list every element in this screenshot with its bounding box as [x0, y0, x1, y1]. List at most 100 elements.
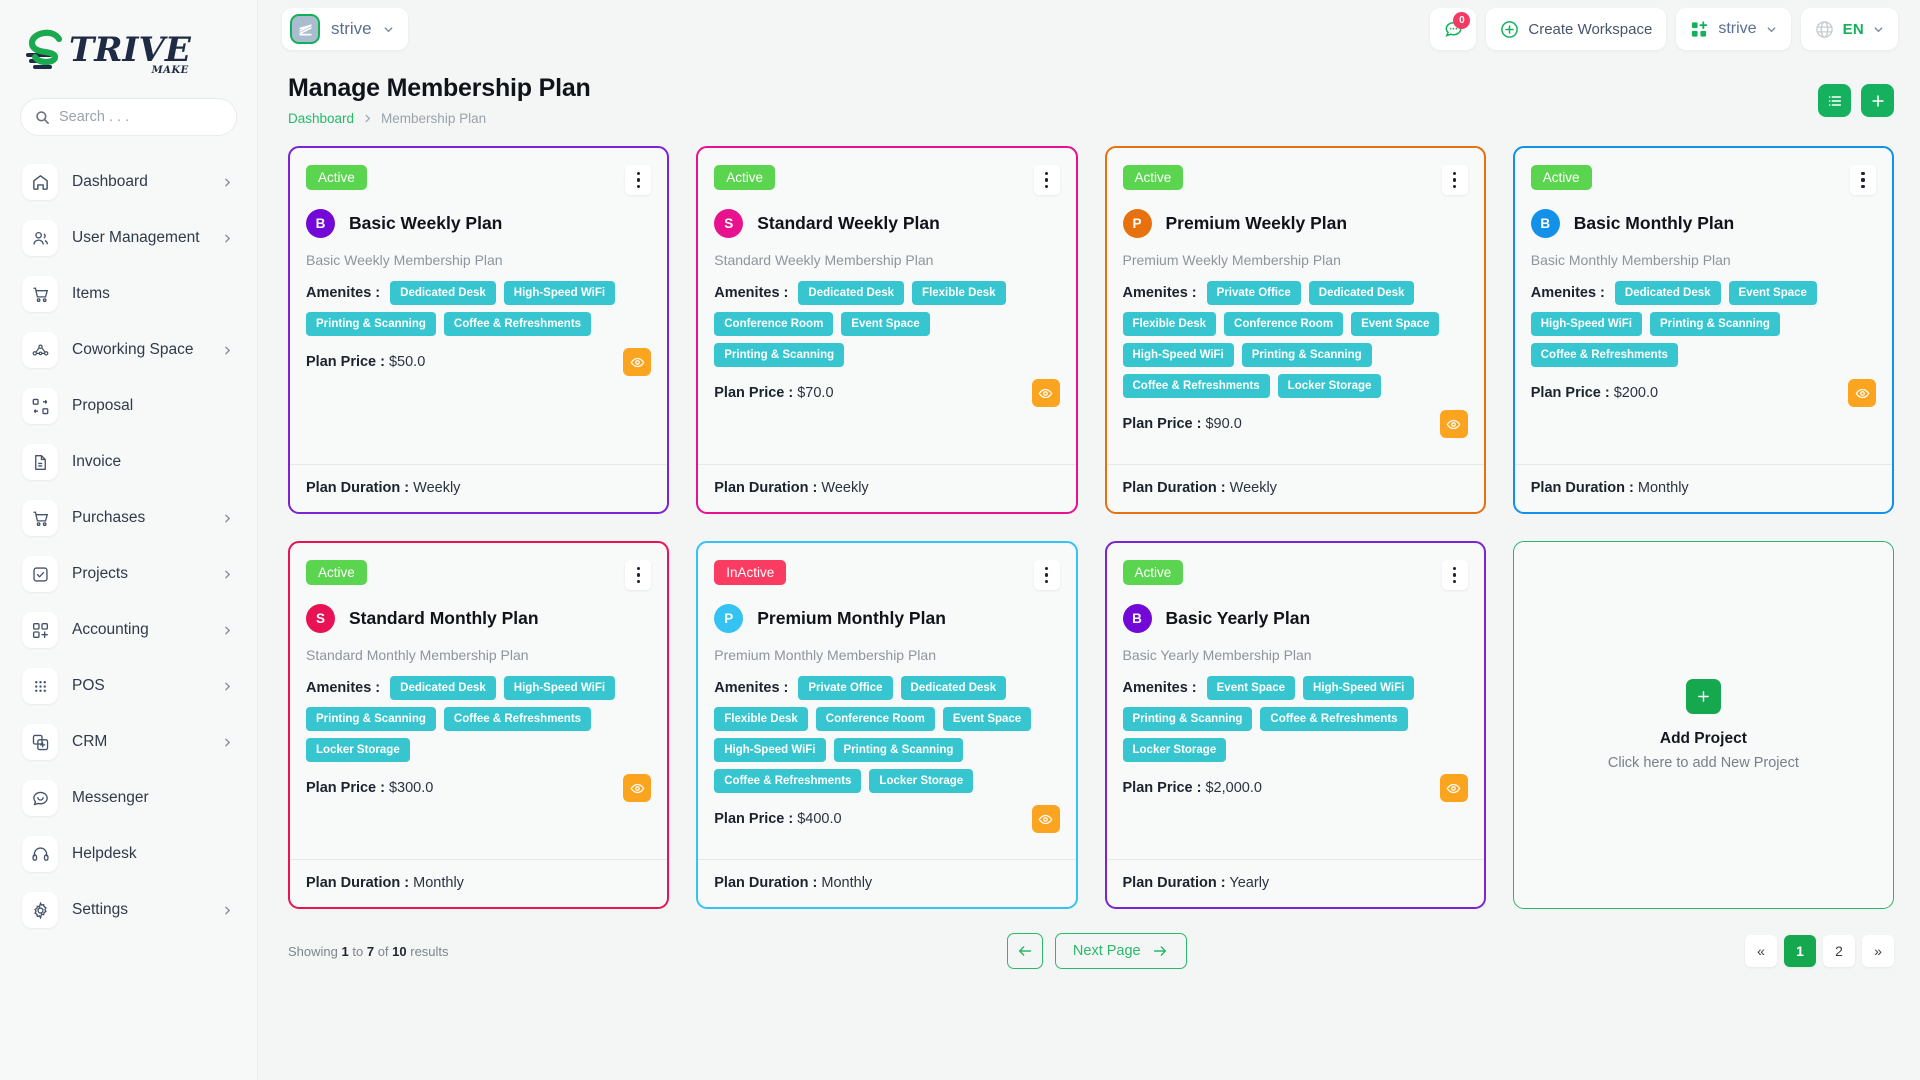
- amenity-chip: Locker Storage: [869, 769, 974, 793]
- amenity-chip: Locker Storage: [1122, 738, 1227, 762]
- kebab-menu-icon[interactable]: [1033, 165, 1060, 195]
- card-spacer: [1123, 802, 1468, 859]
- sidebar-item-dashboard[interactable]: Dashboard: [14, 154, 243, 210]
- sidebar-item-label: Accounting: [72, 621, 149, 638]
- kebab-menu-icon[interactable]: [625, 560, 652, 590]
- amenity-chip: Coffee & Refreshments: [443, 312, 592, 336]
- eye-icon[interactable]: [1439, 410, 1468, 438]
- previous-page-button[interactable]: [1006, 933, 1043, 969]
- page-button[interactable]: 2: [1822, 935, 1855, 967]
- page-button[interactable]: »: [1861, 935, 1894, 967]
- create-workspace-button[interactable]: Create Workspace: [1486, 8, 1667, 50]
- amenity-chip: Dedicated Desk: [390, 676, 496, 700]
- amenity-chip: Event Space: [841, 312, 930, 336]
- plan-duration-value: Weekly: [821, 480, 869, 496]
- search-placeholder: Search . . .: [59, 109, 130, 125]
- plan-description: Premium Weekly Membership Plan: [1122, 252, 1341, 268]
- plan-description: Basic Yearly Membership Plan: [1122, 647, 1312, 663]
- sidebar-item-purchases[interactable]: Purchases: [14, 490, 243, 546]
- plan-duration-label: Plan Duration :: [714, 875, 818, 891]
- plan-price-label: Plan Price :: [714, 811, 794, 827]
- eye-icon[interactable]: [1439, 774, 1468, 802]
- eye-icon[interactable]: [623, 348, 652, 376]
- amenity-chip: Printing & Scanning: [1241, 343, 1372, 367]
- sidebar-item-messenger[interactable]: Messenger: [14, 770, 243, 826]
- workspace-selector[interactable]: strive: [282, 8, 408, 50]
- plan-duration-row: Plan Duration : Monthly: [290, 859, 668, 907]
- amenity-chip: Dedicated Desk: [390, 281, 496, 305]
- amenities-label: Amenites :: [1530, 285, 1605, 301]
- avatar: S: [306, 604, 335, 633]
- page-button[interactable]: «: [1744, 935, 1777, 967]
- plan-price-label: Plan Price :: [1530, 385, 1610, 401]
- sidebar-item-settings[interactable]: Settings: [14, 882, 243, 938]
- app-logo[interactable]: TRIVE MAKE: [0, 10, 257, 94]
- kebab-menu-icon[interactable]: [625, 165, 652, 195]
- sidebar-item-projects[interactable]: Projects: [14, 546, 243, 602]
- sidebar-item-coworking-space[interactable]: Coworking Space: [14, 322, 243, 378]
- kebab-menu-icon[interactable]: [1850, 165, 1876, 195]
- plan-title: Standard Weekly Plan: [757, 213, 940, 233]
- grid-plus-icon: [1690, 20, 1709, 39]
- kebab-menu-icon[interactable]: [1033, 560, 1060, 590]
- amenities-label: Amenites :: [306, 285, 381, 301]
- sidebar-item-helpdesk[interactable]: Helpdesk: [14, 826, 243, 882]
- kebab-menu-icon[interactable]: [1441, 560, 1468, 590]
- search-input[interactable]: Search . . .: [20, 98, 237, 136]
- gear-icon: [22, 892, 58, 928]
- plus-icon: [1685, 679, 1721, 714]
- crm-icon: [22, 724, 58, 760]
- plan-description: Basic Weekly Membership Plan: [306, 252, 503, 268]
- avatar: S: [714, 209, 744, 238]
- showing-suffix: results: [410, 943, 449, 959]
- eye-icon[interactable]: [623, 774, 652, 802]
- amenity-chip: Printing & Scanning: [1650, 312, 1780, 336]
- amenity-chip: Event Space: [1728, 281, 1817, 305]
- plan-duration-value: Monthly: [413, 875, 464, 891]
- chevron-down-icon: [1873, 24, 1884, 35]
- showing-mid: to: [352, 943, 364, 959]
- eye-icon[interactable]: [1031, 805, 1060, 833]
- sidebar-item-crm[interactable]: CRM: [14, 714, 243, 770]
- eye-icon[interactable]: [1031, 379, 1060, 407]
- sidebar-item-label: Dashboard: [72, 173, 148, 190]
- kebab-menu-icon[interactable]: [1441, 165, 1468, 195]
- sidebar-item-invoice[interactable]: Invoice: [14, 434, 243, 490]
- status-badge: Active: [714, 165, 776, 190]
- breadcrumb-dashboard[interactable]: Dashboard: [288, 111, 355, 126]
- chevron-right-icon: [222, 513, 233, 524]
- plan-title: Premium Weekly Plan: [1165, 213, 1348, 233]
- sidebar-item-pos[interactable]: POS: [14, 658, 243, 714]
- language-selector[interactable]: EN: [1800, 8, 1898, 50]
- sidebar-item-accounting[interactable]: Accounting: [14, 602, 243, 658]
- add-button[interactable]: [1861, 84, 1894, 117]
- chevron-right-icon: [222, 177, 233, 188]
- eye-icon[interactable]: [1848, 379, 1876, 407]
- chevron-right-icon: [222, 233, 233, 244]
- sidebar-item-proposal[interactable]: Proposal: [14, 378, 243, 434]
- plan-price-label: Plan Price :: [1122, 416, 1202, 432]
- page-button[interactable]: 1: [1783, 935, 1816, 967]
- next-page-button[interactable]: Next Page: [1054, 933, 1187, 969]
- messages-button[interactable]: 0: [1430, 8, 1477, 50]
- plan-description: Standard Monthly Membership Plan: [306, 647, 529, 663]
- workspace-switcher-button[interactable]: strive: [1676, 8, 1791, 50]
- list-view-button[interactable]: [1818, 84, 1851, 117]
- sidebar-item-user-management[interactable]: User Management: [14, 210, 243, 266]
- network-icon: [22, 332, 58, 368]
- amenity-chip: Printing & Scanning: [714, 343, 845, 367]
- status-badge: Active: [1122, 165, 1184, 190]
- sidebar-item-items[interactable]: Items: [14, 266, 243, 322]
